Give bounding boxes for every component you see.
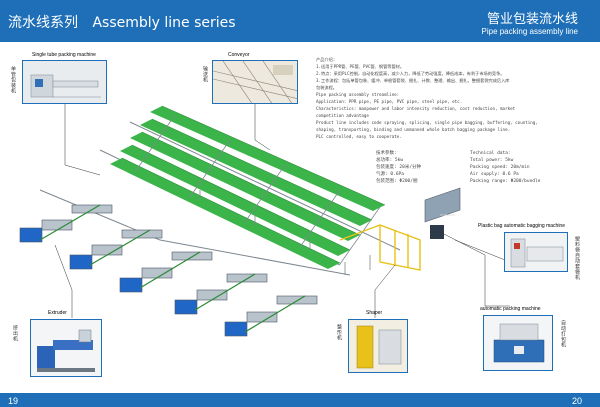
conveyor-belt-3: [130, 132, 360, 241]
tech-cn-line: 包装速度: 20米/分钟: [376, 165, 422, 170]
bagging-side-label: 塑料袋自动套袋机: [574, 236, 580, 280]
series-title: 流水线系列 Assembly line series: [8, 12, 246, 32]
conveyor-belt-1: [150, 106, 385, 211]
tech-data-en: Technical data: Total power: 5kw Packing…: [470, 150, 540, 185]
auto-packing-photo-title: automatic packing machine: [480, 306, 541, 312]
tech-cn-line: 总功率: 5kw: [376, 158, 404, 163]
conveyor-illustration: [213, 61, 297, 103]
extruder-line-2: [69, 229, 163, 270]
tech-en-line: Packing speed: 20m/min: [470, 165, 530, 170]
bagging-machine-illustration: [505, 233, 567, 271]
extruder-lines: [19, 204, 318, 337]
extruder-line-1: [19, 204, 113, 243]
extruder-line-4: [174, 273, 268, 315]
single-tube-side-label: 单管包装机: [10, 66, 16, 94]
conveyor-side-label: 输送机: [202, 66, 208, 83]
single-tube-photo: [22, 60, 107, 104]
single-tube-photo-title: Single tube packing machine: [32, 52, 96, 58]
footer-band: [0, 393, 600, 407]
bagging-photo-title: Plastic bag automatic bagging machine: [478, 223, 565, 229]
intro-line: Product line includes code spraying, spl…: [316, 120, 538, 125]
auto-packing-side-label: 自动打包机: [560, 320, 566, 348]
intro-line: 包装流程。: [316, 85, 337, 90]
page-number-right: 20: [571, 396, 582, 406]
intro-heading: 产品介绍:: [316, 57, 336, 62]
intro-line: 3.工作流程：包括单管包装、缓冲、单根管套袋、捆扎、计数、整理、输出、捆扎，整捆…: [316, 78, 510, 83]
extruder-line-3: [119, 251, 213, 293]
auto-packing-illustration: [484, 316, 552, 370]
extruder-side-label: 挤出机: [12, 325, 18, 342]
intro-line: Characteristics: manpower and labor inte…: [316, 106, 516, 111]
single-tube-machine-illustration: [23, 61, 106, 103]
header-band: [0, 0, 600, 42]
tech-cn-line: 包装范围: Φ200/捆: [376, 179, 418, 184]
shaper-photo-title: Shaper: [366, 310, 383, 316]
extruder-line-5: [224, 295, 318, 337]
page-title-cn: 管业包装流水线: [486, 12, 578, 27]
bagging-photo: [504, 232, 568, 272]
extruder-illustration: [31, 320, 101, 376]
cross-members: [134, 114, 381, 265]
conveyor-belt-5: [110, 158, 340, 269]
tech-en-heading: Technical data:: [470, 151, 511, 156]
page-number-left: 19: [8, 396, 19, 406]
page-title-en: Pipe packing assembly line: [481, 27, 579, 36]
green-conveyor-belts: [110, 106, 385, 269]
tech-en-line: Total power: 5kw: [470, 158, 514, 163]
intro-line: 2.特点：采用PLC控制，自动化程度高，减少人力，降低了劳动强度，降低成本，有利…: [316, 71, 505, 76]
extruder-photo-title: Extruder: [48, 310, 67, 316]
conveyor-photo: [212, 60, 298, 104]
shaper-illustration: [349, 320, 407, 372]
intro-line: competition advantage: [316, 113, 369, 118]
tech-en-line: Packing range: Φ200/bundle: [470, 179, 541, 184]
conveyor-photo-title: Conveyor: [228, 52, 250, 58]
tech-cn-line: 气源: 0.6Pa: [376, 172, 404, 177]
yellow-end-frame: [339, 224, 421, 271]
shaper-photo: [348, 319, 408, 373]
tech-data-cn: 技术参数: 总功率: 5kw 包装速度: 20米/分钟 气源: 0.6Pa 包装…: [376, 150, 421, 185]
conveyor-belt-4: [120, 145, 350, 256]
series-title-en: Assembly line series: [92, 15, 236, 31]
intro-line: PLC controlled, easy to cooperate.: [316, 134, 402, 139]
intro-line: Application: PPR pipe, PE pipe, PVC pipe…: [316, 99, 463, 104]
support-legs: [199, 190, 371, 275]
intro-line: Pipe packing assembly streamline:: [316, 92, 400, 97]
extruder-photo: [30, 319, 102, 377]
series-title-cn: 流水线系列: [8, 15, 78, 31]
assembly-line-diagram: [19, 103, 515, 337]
tech-en-line: Air supply: 0.6 Pa: [470, 172, 519, 177]
bagging-unit: [424, 187, 461, 239]
product-intro: 产品介绍: 1.适用于PPR管、PE管、PVC管、钢管等管材。 2.特点：采用P…: [316, 56, 590, 140]
tech-cn-heading: 技术参数:: [376, 151, 397, 156]
intro-line: 1.适用于PPR管、PE管、PVC管、钢管等管材。: [316, 64, 405, 69]
conveyor-belt-2: [140, 119, 372, 226]
shaper-side-label: 整形机: [336, 324, 342, 341]
intro-line: shaping, transporting, binding and unman…: [316, 127, 511, 132]
auto-packing-photo: [483, 315, 553, 371]
